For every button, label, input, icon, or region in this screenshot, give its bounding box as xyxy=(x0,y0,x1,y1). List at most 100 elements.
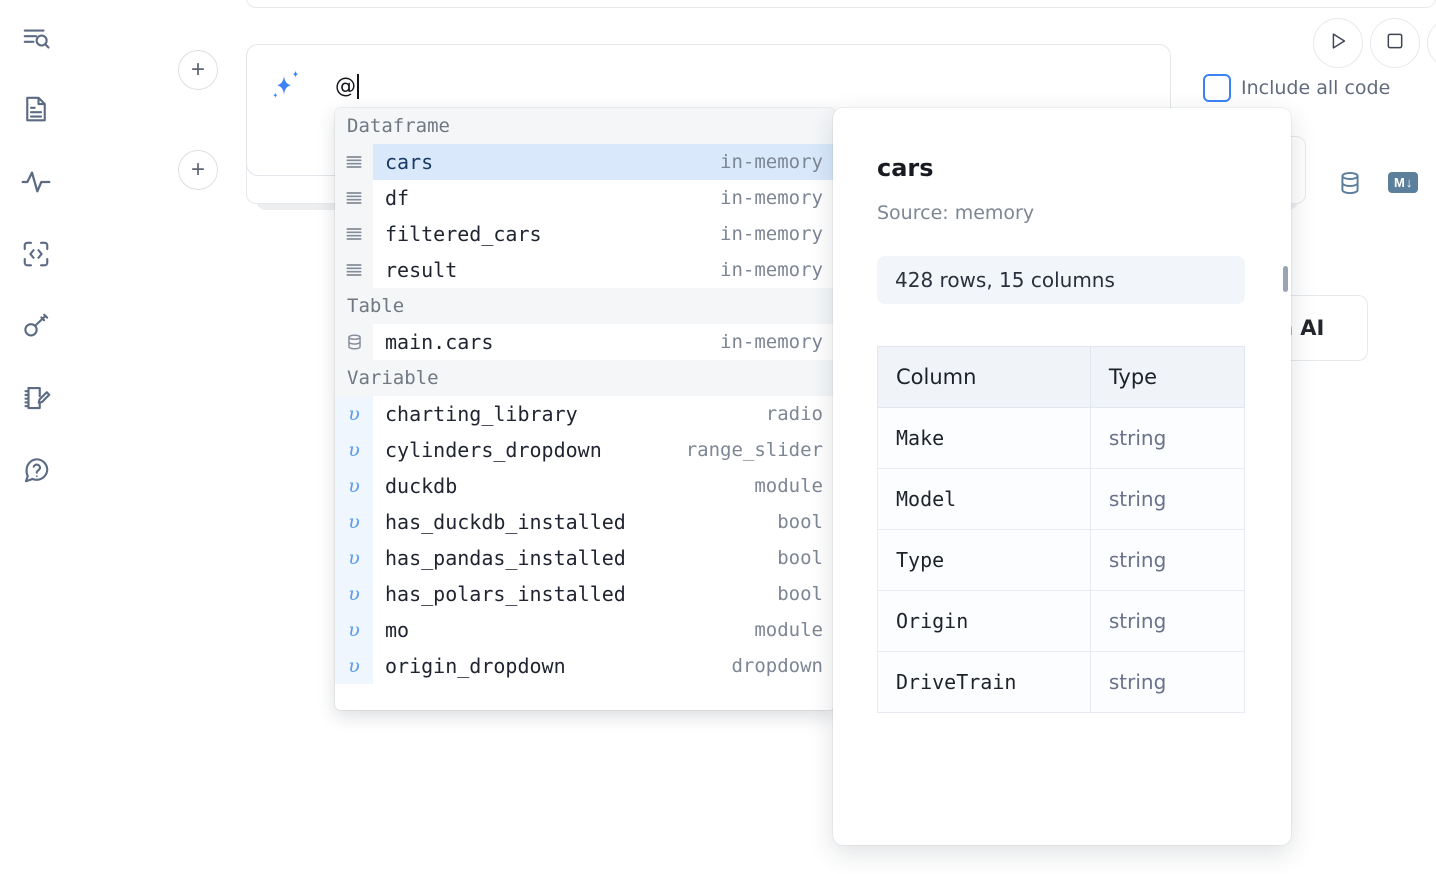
activity-pulse-icon xyxy=(20,166,52,198)
plus-icon: + xyxy=(190,56,205,83)
autocomplete-item-type: bool xyxy=(777,583,823,605)
autocomplete-item[interactable]: υ has_pandas_installed bool xyxy=(335,540,835,576)
preview-scrollbar[interactable] xyxy=(1283,266,1288,292)
autocomplete-item[interactable]: cars in-memory xyxy=(335,144,835,180)
notebook-edit-icon xyxy=(21,383,51,413)
sidebar-item-snippets[interactable] xyxy=(14,232,58,276)
sidebar-item-secrets[interactable] xyxy=(14,304,58,348)
autocomplete-item-type: bool xyxy=(777,511,823,533)
autocomplete-item-name: cars xyxy=(385,150,434,174)
autocomplete-group-header: Variable xyxy=(335,360,835,396)
autocomplete-item-name: charting_library xyxy=(385,402,578,426)
markdown-badge[interactable]: M ↓ xyxy=(1388,172,1419,193)
autocomplete-group-header: Dataframe xyxy=(335,108,835,144)
sidebar-item-activity[interactable] xyxy=(14,160,58,204)
schema-column-name: DriveTrain xyxy=(877,651,1091,713)
autocomplete-item-name: has_polars_installed xyxy=(385,582,626,606)
autocomplete-item-name: df xyxy=(385,186,410,210)
sidebar-item-file-document[interactable] xyxy=(14,87,58,131)
code-brackets-icon xyxy=(21,239,51,269)
autocomplete-group-dataframe: cars in-memory df in-memory filtered_cars in-… xyxy=(335,144,835,288)
autocomplete-item-type: range_slider xyxy=(685,439,823,461)
header-column: Column xyxy=(877,346,1091,408)
autocomplete-item-name: has_duckdb_installed xyxy=(385,510,626,534)
ai-sparkle-icon xyxy=(265,65,305,105)
autocomplete-group-header: Table xyxy=(335,288,835,324)
schema-column-name: Model xyxy=(877,468,1091,530)
autocomplete-item[interactable]: υ has_duckdb_installed bool xyxy=(335,504,835,540)
variable-icon: υ xyxy=(335,504,373,540)
add-cell-button-bottom[interactable]: + xyxy=(178,150,218,190)
dataframe-preview-panel: cars Source: memory 428 rows, 15 columns… xyxy=(833,108,1291,845)
autocomplete-item-type: in-memory xyxy=(720,151,823,173)
variable-icon: υ xyxy=(335,576,373,612)
stop-button[interactable] xyxy=(1370,18,1420,68)
explore-search-icon xyxy=(21,23,51,53)
include-all-code-label: Include all code xyxy=(1241,77,1391,99)
include-all-code-checkbox[interactable] xyxy=(1203,74,1231,102)
sidebar-item-scratchpad[interactable] xyxy=(14,376,58,420)
run-button[interactable] xyxy=(1313,18,1363,68)
dataframe-rows-icon xyxy=(335,252,373,288)
ai-prompt-input[interactable]: @ xyxy=(335,71,1135,101)
cell-above xyxy=(246,0,1436,8)
autocomplete-item-name: filtered_cars xyxy=(385,222,542,246)
sidebar-item-explore-search[interactable] xyxy=(14,16,58,60)
variable-icon: υ xyxy=(335,468,373,504)
autocomplete-item[interactable]: df in-memory xyxy=(335,180,835,216)
schema-column-type: string xyxy=(1089,468,1246,530)
ai-prompt-value: @ xyxy=(335,74,356,98)
variable-icon: υ xyxy=(335,396,373,432)
autocomplete-item-name: mo xyxy=(385,618,410,642)
autocomplete-item[interactable]: υ origin_dropdown dropdown xyxy=(335,648,835,684)
variable-icon: υ xyxy=(335,612,373,648)
schema-column-type: string xyxy=(1089,651,1246,713)
autocomplete-item-name: result xyxy=(385,258,458,282)
schema-column-name: Type xyxy=(877,529,1091,591)
autocomplete-item-type: in-memory xyxy=(720,223,823,245)
autocomplete-item-type: in-memory xyxy=(720,259,823,281)
add-cell-button-top[interactable]: + xyxy=(178,50,218,90)
autocomplete-item-type: dropdown xyxy=(731,655,823,677)
file-document-icon xyxy=(21,94,51,124)
preview-stats-badge: 428 rows, 15 columns xyxy=(877,256,1245,304)
preview-title: cars xyxy=(877,154,934,182)
dataframe-rows-icon xyxy=(335,144,373,180)
help-question-icon xyxy=(21,455,51,485)
dataframe-rows-icon xyxy=(335,216,373,252)
autocomplete-item[interactable]: υ has_polars_installed bool xyxy=(335,576,835,612)
markdown-badge-arrow: ↓ xyxy=(1405,175,1413,190)
preview-source: Source: memory xyxy=(877,202,1035,224)
autocomplete-item-name: has_pandas_installed xyxy=(385,546,626,570)
table-header-row: Column Type xyxy=(877,346,1246,408)
more-button[interactable] xyxy=(1427,18,1436,68)
include-all-code-toggle[interactable]: Include all code xyxy=(1203,74,1390,102)
schema-column-type: string xyxy=(1089,590,1246,652)
autocomplete-item-name: duckdb xyxy=(385,474,458,498)
autocomplete-item-name: origin_dropdown xyxy=(385,654,566,678)
variable-icon: υ xyxy=(335,540,373,576)
schema-column-type: string xyxy=(1089,529,1246,591)
autocomplete-item-type: in-memory xyxy=(720,187,823,209)
database-table-icon xyxy=(335,324,373,360)
autocomplete-item[interactable]: result in-memory xyxy=(335,252,835,288)
database-icon[interactable] xyxy=(1332,166,1368,200)
autocomplete-item[interactable]: filtered_cars in-memory xyxy=(335,216,835,252)
schema-column-name: Make xyxy=(877,407,1091,469)
sidebar-item-help[interactable] xyxy=(14,448,58,492)
autocomplete-item-type: bool xyxy=(777,547,823,569)
variable-icon: υ xyxy=(335,648,373,684)
